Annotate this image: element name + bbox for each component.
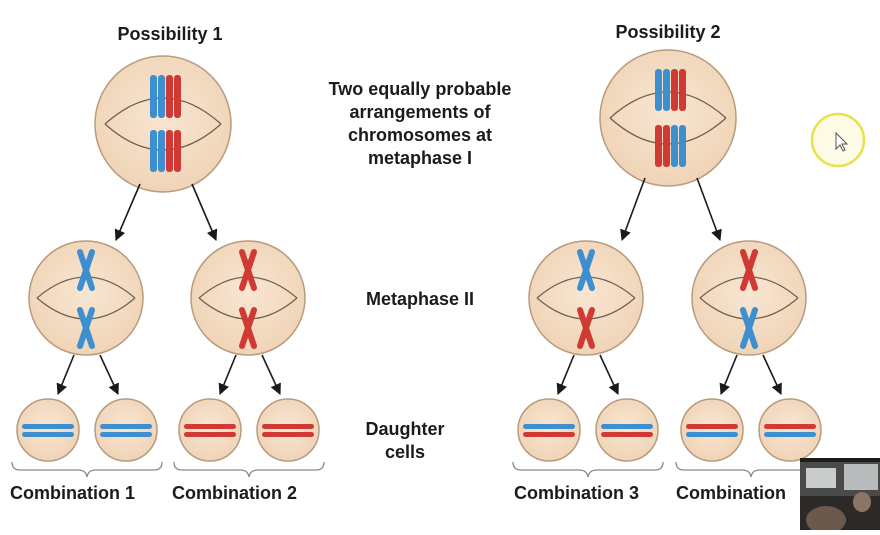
metaphase-word: metaphase xyxy=(367,148,468,168)
combination-4-label: Combination xyxy=(676,483,786,503)
daughter-cell-6 xyxy=(595,398,659,462)
metaphase-1-cell-possibility-2 xyxy=(599,49,737,187)
metaphase-1-cell-possibility-1 xyxy=(94,55,232,193)
combination-1-label: Combination 1 xyxy=(10,483,135,503)
chromosome-pair-bottom xyxy=(655,125,686,167)
caption-line-1: Two equally probable xyxy=(328,79,512,99)
metaphase-2-caption: Metaphase II xyxy=(325,289,515,310)
daughter-cell-8 xyxy=(758,398,822,462)
caption-line-3: chromosomes at xyxy=(347,125,493,145)
cursor-pointer-icon xyxy=(810,112,866,168)
metaphase-2-cell-1 xyxy=(28,240,144,356)
metaphase-2-numeral: II xyxy=(464,289,475,309)
caption-line-2: arrangements of xyxy=(349,102,491,122)
metaphase-1-caption: Two equally probable arrangements of chr… xyxy=(300,78,540,170)
daughter-cell-7 xyxy=(680,398,744,462)
daughter-line-2: cells xyxy=(384,442,426,462)
metaphase-2-cell-3 xyxy=(528,240,644,356)
metaphase-numeral: I xyxy=(467,148,473,168)
daughter-line-1: Daughter xyxy=(365,419,445,439)
metaphase-2-word: Metaphase xyxy=(365,289,465,309)
arrows-to-metaphase-2 xyxy=(114,177,722,242)
metaphase-2-cell-2 xyxy=(190,240,306,356)
daughter-cell-5 xyxy=(517,398,581,462)
daughter-cells-caption: Daughter cells xyxy=(330,418,480,464)
arrows-to-daughter-cells xyxy=(56,354,782,396)
daughter-cell-2 xyxy=(94,398,158,462)
combination-2-label: Combination 2 xyxy=(172,483,297,503)
chromosome-pair-red xyxy=(166,75,181,172)
chromosome-pair-top xyxy=(655,69,686,111)
possibility-2-label: Possibility 2 xyxy=(615,22,721,42)
combination-braces xyxy=(11,461,827,478)
daughter-cell-3 xyxy=(178,398,242,462)
metaphase-2-cell-4 xyxy=(691,240,807,356)
combination-3-label: Combination 3 xyxy=(514,483,639,503)
caption-line-4: metaphase I xyxy=(300,147,540,170)
daughter-cell-1 xyxy=(16,398,80,462)
possibility-1-label: Possibility 1 xyxy=(117,24,223,44)
daughter-cell-4 xyxy=(256,398,320,462)
webcam-thumbnail xyxy=(800,458,880,530)
chromosome-pair-blue xyxy=(150,75,165,172)
